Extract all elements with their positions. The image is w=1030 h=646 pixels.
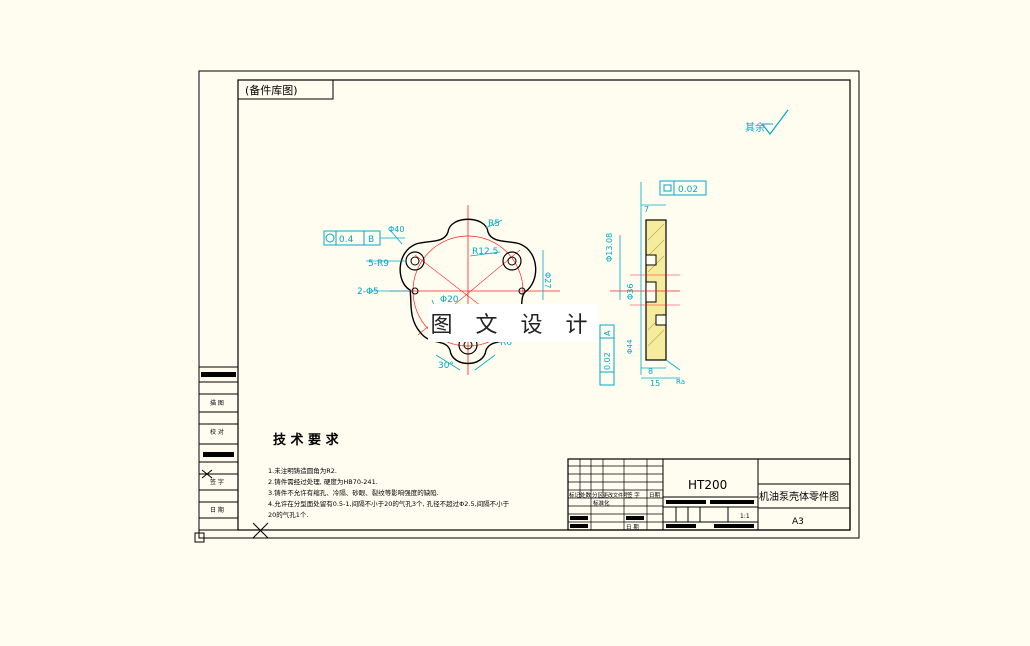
origin-square — [194, 532, 205, 543]
watermark-overlay: 图 文 设 计 — [428, 304, 598, 342]
dim-angle-30: 30° — [438, 361, 454, 371]
title-block: 标记 处数 分区 更改文件号 签 字 日期 标准化 日 期 1:1 HT200 … — [567, 458, 851, 531]
part-outline — [399, 218, 537, 365]
dim-r12-5: R12.5 — [472, 247, 498, 257]
tb-date-label: 日 期 — [626, 524, 639, 531]
tech-req-item-4: 4.允许在分型面处留有0.5-1,间隔不小于20的气孔3个, 孔径不超过Φ2.5… — [268, 499, 510, 508]
surface-finish-symbol: 其余 — [745, 109, 789, 135]
pin-hole-left — [411, 287, 419, 295]
left-label-2: 校 对 — [210, 428, 224, 436]
front-view: R5 R12.5 5-R9 2-Φ5 Φ20 Φ27 30° R6 Φ40 0.… — [323, 205, 560, 375]
tech-req-item-1: 1.未注明铸造圆角为R2. — [268, 466, 337, 475]
outer-frame — [198, 70, 860, 539]
left-label-1: 描 图 — [210, 399, 224, 407]
top-left-label-box — [237, 79, 334, 100]
position-tolerance-frame: 0.4 B — [323, 230, 381, 246]
left-label-3: 签 字 — [210, 478, 224, 486]
surface-finish-label: 其余 — [745, 121, 765, 134]
tb-header-1: 标记 — [569, 491, 581, 499]
inner-frame — [237, 79, 851, 531]
dim-15: 15 — [650, 379, 660, 388]
tech-req-item-3: 3.铸件不允许有缩孔、冷隔、砂眼、裂纹等影响强度的缺陷. — [268, 488, 439, 497]
bolt-circle — [412, 235, 524, 347]
tb-std-label: 标准化 — [593, 499, 610, 507]
dim-d44: Φ44 — [626, 339, 634, 354]
tb-part-name: 机油泵壳体零件图 — [759, 490, 839, 503]
dim-holes-2d5: 2-Φ5 — [357, 287, 379, 297]
dim-r6: R6 — [500, 338, 512, 348]
tb-material: HT200 — [688, 478, 727, 492]
top-left-label: (备件库图) — [245, 83, 298, 97]
runout-tolerance-frame: 0.02 A — [599, 324, 615, 386]
tb-header-4: 更改文件号 — [603, 492, 628, 499]
dim-d13: Φ13.08 — [605, 233, 614, 262]
hole-right — [502, 251, 522, 271]
tb-header-6: 日期 — [649, 492, 661, 499]
dim-r5: R5 — [488, 219, 500, 229]
tb-header-5: 签 字 — [627, 491, 640, 499]
flatness-value: 0.02 — [678, 185, 698, 195]
dim-d27: Φ27 — [543, 272, 552, 288]
dim-ra: Ra — [676, 378, 685, 386]
position-tol-datum: B — [368, 235, 374, 245]
dim-d40: Φ40 — [388, 225, 404, 234]
pin-hole-right — [518, 287, 526, 295]
technical-requirements: 技 术 要 求 1.未注明铸造圆角为R2. 2.铸件需经过处理, 硬度为HB70… — [268, 432, 510, 519]
tb-sheet-size: A3 — [792, 517, 804, 527]
tb-scale: 1:1 — [740, 513, 750, 520]
dim-d36: Φ36 — [626, 284, 635, 300]
flatness-tolerance-frame: 0.02 — [659, 180, 707, 196]
side-view: 0.02 0.02 A 7 Φ13.08 Φ36 8 15 Ra Φ44 — [599, 180, 707, 388]
left-signature-column: 描 图 校 对 签 字 日 期 — [199, 366, 238, 519]
dim-7: 7 — [644, 205, 649, 214]
hole-left — [405, 251, 425, 271]
tech-req-item-5: 20的气孔1个. — [268, 510, 308, 519]
runout-datum: A — [603, 330, 612, 336]
tech-req-item-2: 2.铸件需经过处理, 硬度为HB70-241. — [268, 477, 378, 486]
runout-value: 0.02 — [603, 352, 612, 370]
dim-holes-5r9: 5-R9 — [368, 259, 389, 269]
dim-8: 8 — [648, 367, 653, 376]
tech-req-heading: 技 术 要 求 — [273, 432, 340, 448]
position-tol-value: 0.4 — [339, 235, 354, 245]
tb-header-2: 处数 — [580, 491, 592, 499]
left-label-4: 日 期 — [210, 506, 224, 514]
dim-d20: Φ20 — [440, 295, 459, 305]
tb-header-3: 分区 — [592, 491, 604, 499]
